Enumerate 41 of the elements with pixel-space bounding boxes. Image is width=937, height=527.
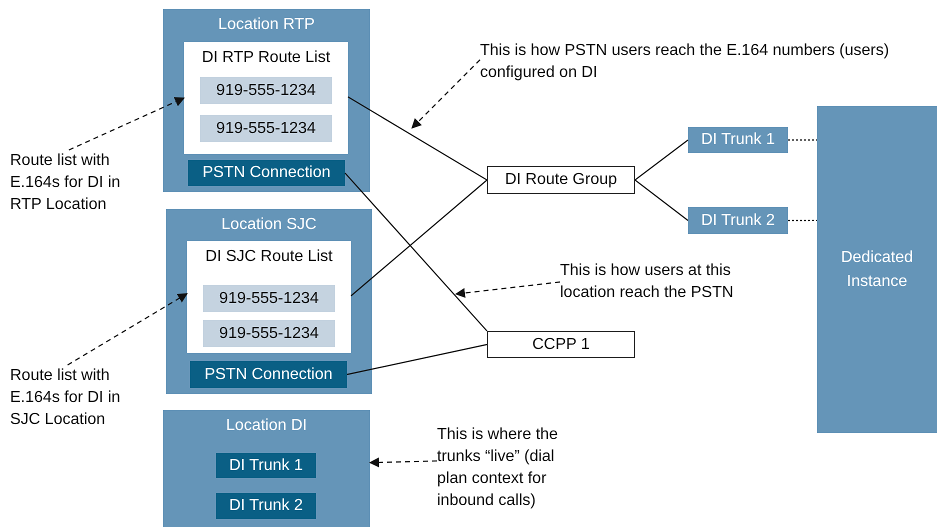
- number-box: 919-555-1234: [200, 77, 332, 104]
- connection-box: DI Trunk 2: [216, 493, 316, 519]
- panel-title: Location SJC: [221, 215, 317, 235]
- leader-arrow: [68, 97, 185, 151]
- trunk-box: DI Trunk 1: [688, 127, 788, 153]
- annotation-text: This is how PSTN users reach the E.164 numbers (users) configured on DI: [480, 40, 890, 84]
- location-panel: [163, 410, 370, 527]
- annotation-text: Route list with E.164s for DI in SJC Location: [10, 365, 138, 431]
- process-box: DI Route Group: [487, 166, 635, 194]
- connector-line: [634, 140, 688, 180]
- panel-title: Location RTP: [218, 15, 315, 35]
- connection-box: DI Trunk 1: [216, 453, 316, 478]
- connector-line: [634, 180, 688, 221]
- trunk-box: DI Trunk 2: [688, 207, 788, 234]
- connection-box: PSTN Connection: [190, 361, 347, 388]
- connector-line: [348, 96, 488, 181]
- route-list-box: [187, 241, 351, 353]
- number-box: 919-555-1234: [203, 320, 335, 347]
- leader-arrow: [369, 457, 438, 468]
- location-panel: [163, 9, 370, 192]
- number-box: 919-555-1234: [200, 115, 332, 142]
- number-box: 919-555-1234: [203, 285, 335, 312]
- connection-box: PSTN Connection: [188, 160, 345, 186]
- annotation-text: This is how users at this location reach the PSTN: [560, 260, 780, 304]
- dotted-line: [788, 139, 817, 141]
- route-list-box: [184, 42, 348, 154]
- list-title: DI RTP Route List: [202, 48, 330, 68]
- annotation-text: This is where the trunks “live” (dial plan context for inbound calls): [437, 424, 587, 512]
- process-box: CCPP 1: [487, 331, 635, 358]
- leader-arrow: [411, 59, 480, 129]
- dotted-line: [788, 220, 817, 222]
- list-title: DI SJC Route List: [205, 247, 333, 267]
- leader-arrow: [67, 293, 188, 366]
- leader-arrow: [455, 281, 560, 298]
- instance-box: Dedicated Instance: [817, 106, 937, 433]
- location-panel: [166, 209, 372, 394]
- connector-line: [346, 344, 488, 376]
- connector-line: [344, 172, 488, 332]
- panel-title: Location DI: [226, 416, 307, 436]
- connector-line: [350, 180, 488, 296]
- annotation-text: Route list with E.164s for DI in RTP Location: [10, 150, 138, 216]
